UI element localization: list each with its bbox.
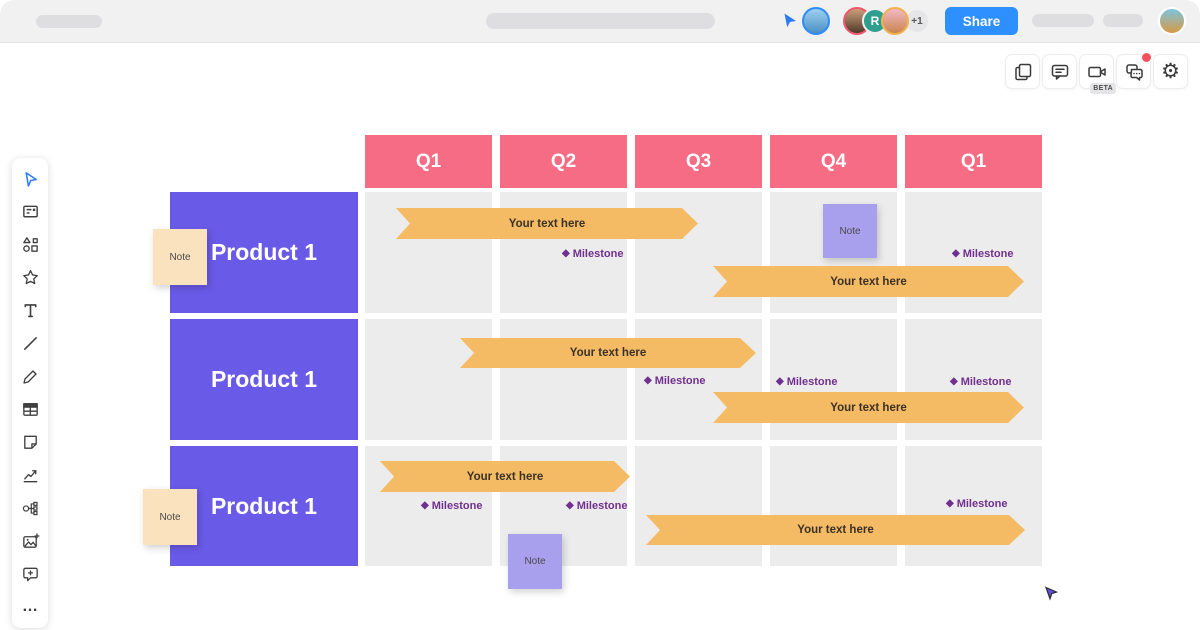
comment-icon	[1051, 64, 1068, 80]
sticky-note-icon	[23, 435, 37, 449]
diamond-icon: ◆	[421, 500, 429, 511]
sticky-note-purple-1[interactable]: Note	[823, 204, 877, 258]
remote-cursor-icon	[1044, 586, 1059, 601]
grid-cell[interactable]	[770, 446, 897, 566]
pages-icon	[1014, 63, 1031, 80]
cursor-icon	[24, 171, 37, 187]
collaborator-cursor-icon	[784, 13, 796, 28]
star-tool[interactable]	[16, 266, 44, 290]
timeline-arrow-4[interactable]: Your text here	[713, 392, 1024, 423]
comment-add-tool[interactable]	[16, 562, 44, 586]
column-header-q4[interactable]: Q4	[770, 135, 897, 188]
chart-tool[interactable]	[16, 463, 44, 487]
tools-sidebar: …	[12, 158, 48, 628]
pencil-icon	[22, 370, 37, 384]
product-row-3-label[interactable]: Product 1	[170, 446, 358, 566]
milestone-label[interactable]: ◆ Milestone	[776, 376, 838, 388]
beta-badge: BETA	[1090, 83, 1116, 94]
timeline-arrow-6[interactable]: Your text here	[646, 515, 1025, 545]
grid-cell[interactable]	[500, 319, 627, 440]
diamond-icon: ◆	[776, 376, 784, 387]
select-tool[interactable]	[16, 167, 44, 191]
grid-cell[interactable]	[905, 446, 1042, 566]
roadmap-column-headers: Q1 Q2 Q3 Q4 Q1	[365, 135, 1042, 188]
milestone-label[interactable]: ◆ Milestone	[562, 248, 624, 260]
product-row-2-label[interactable]: Product 1	[170, 319, 358, 440]
avatar-user-1[interactable]	[802, 7, 830, 35]
gear-icon: ⚙	[1161, 60, 1180, 83]
mindmap-tool[interactable]	[16, 496, 44, 520]
column-header-q1[interactable]: Q1	[365, 135, 492, 188]
sticky-note-tool[interactable]	[16, 430, 44, 454]
line-icon	[23, 337, 37, 351]
milestone-label[interactable]: ◆ Milestone	[421, 500, 483, 512]
shapes-icon	[22, 237, 38, 253]
diamond-icon: ◆	[946, 498, 954, 509]
milestone-label[interactable]: ◆ Milestone	[950, 376, 1012, 388]
grid-row-3	[365, 446, 1042, 566]
column-header-q2[interactable]: Q2	[500, 135, 627, 188]
comment-button[interactable]	[1042, 54, 1077, 89]
action-toolbar: BETA ⚙	[1005, 52, 1188, 94]
pages-button[interactable]	[1005, 54, 1040, 89]
diamond-icon: ◆	[950, 376, 958, 387]
line-tool[interactable]	[16, 332, 44, 356]
image-upload-tool[interactable]	[16, 529, 44, 553]
chart-icon	[23, 469, 37, 483]
sticky-note-tan-2[interactable]: Note	[143, 489, 197, 545]
topbar: R +1 Share	[0, 0, 1200, 43]
column-header-q1b[interactable]: Q1	[905, 135, 1042, 188]
avatar-user-3[interactable]	[881, 7, 909, 35]
menu-placeholder-1	[1032, 14, 1094, 27]
milestone-label[interactable]: ◆ Milestone	[566, 500, 628, 512]
chats-icon	[1125, 63, 1143, 81]
video-chat-button[interactable]: BETA	[1079, 54, 1116, 94]
video-icon	[1087, 66, 1106, 77]
avatar-current-user[interactable]	[1158, 7, 1186, 35]
star-icon	[22, 270, 38, 285]
table-icon	[22, 403, 38, 416]
comment-plus-icon	[22, 567, 38, 581]
templates-tool[interactable]	[16, 200, 44, 224]
pencil-tool[interactable]	[16, 365, 44, 389]
milestone-label[interactable]: ◆ Milestone	[952, 248, 1014, 260]
grid-cell[interactable]	[635, 446, 762, 566]
timeline-arrow-1[interactable]: Your text here	[396, 208, 698, 239]
sticky-note-tan-1[interactable]: Note	[153, 229, 207, 285]
diamond-icon: ◆	[644, 375, 652, 386]
ellipsis-icon: …	[22, 597, 38, 615]
notification-dot	[1141, 52, 1152, 63]
settings-button[interactable]: ⚙	[1153, 54, 1188, 89]
text-tool[interactable]	[16, 299, 44, 323]
image-plus-icon	[22, 533, 40, 548]
timeline-arrow-5[interactable]: Your text here	[380, 461, 630, 492]
grid-cell[interactable]	[365, 319, 492, 440]
diamond-icon: ◆	[562, 248, 570, 259]
milestone-label[interactable]: ◆ Milestone	[946, 498, 1008, 510]
shapes-tool[interactable]	[16, 233, 44, 257]
mindmap-icon	[22, 501, 38, 515]
timeline-arrow-2[interactable]: Your text here	[713, 266, 1024, 297]
board-icon	[22, 205, 38, 218]
milestone-label[interactable]: ◆ Milestone	[644, 375, 706, 387]
more-tools[interactable]: …	[16, 595, 44, 619]
column-header-q3[interactable]: Q3	[635, 135, 762, 188]
board-title-placeholder	[36, 15, 102, 28]
text-icon	[23, 304, 37, 318]
diamond-icon: ◆	[952, 248, 960, 259]
chats-button[interactable]	[1116, 52, 1152, 89]
share-button[interactable]: Share	[945, 7, 1018, 35]
menu-placeholder-2	[1103, 14, 1143, 27]
table-tool[interactable]	[16, 397, 44, 421]
toolbar-placeholder	[486, 13, 715, 29]
timeline-arrow-3[interactable]: Your text here	[460, 338, 756, 368]
diamond-icon: ◆	[566, 500, 574, 511]
sticky-note-purple-2[interactable]: Note	[508, 534, 562, 589]
